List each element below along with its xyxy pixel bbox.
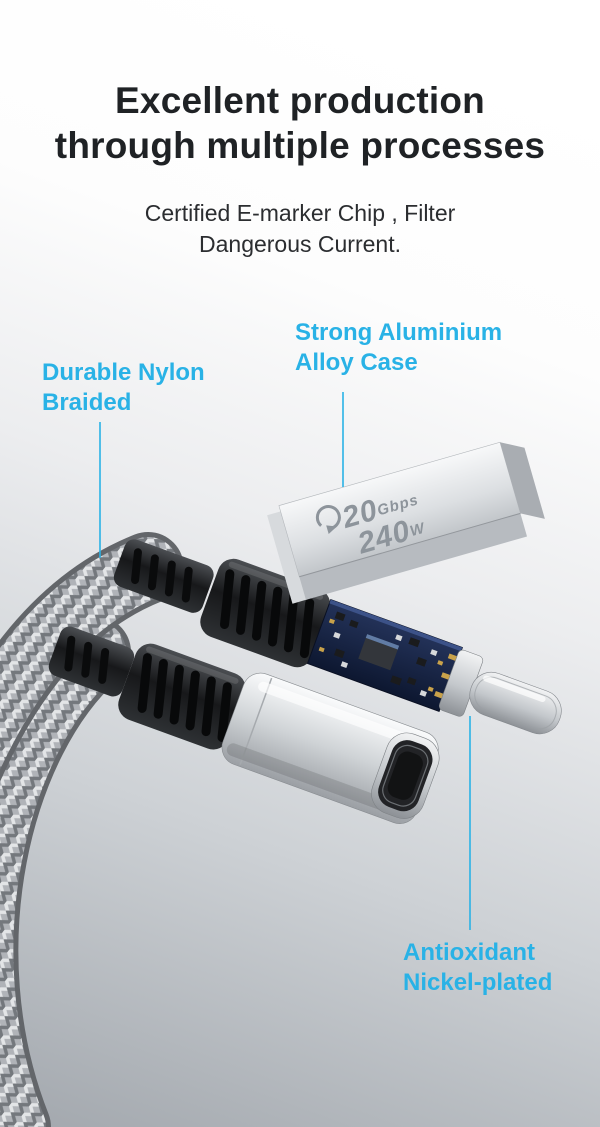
braided-cable-lower xyxy=(0,616,131,1127)
rib-slots xyxy=(131,548,193,603)
pcb-components xyxy=(318,611,444,697)
page-title: Excellent production through multiple pr… xyxy=(0,78,600,168)
connector-barrel-lower xyxy=(118,643,246,750)
recycle-arrow-head xyxy=(326,525,337,535)
strain-relief-upper xyxy=(113,539,214,613)
callout-nickel-plated-line2: Nickel-plated xyxy=(403,969,553,996)
callout-nylon-braided-line1: Durable Nylon xyxy=(42,359,205,386)
callout-lines xyxy=(99,392,471,930)
nylon-braided-cables xyxy=(0,532,184,1127)
rib-slots xyxy=(220,569,315,659)
rib-slots xyxy=(64,635,110,684)
rib-slots xyxy=(137,653,232,742)
page-title-line1: Excellent production xyxy=(115,80,485,121)
callout-alloy-case-line1: Strong Aluminium xyxy=(295,319,503,346)
case-left-fold xyxy=(267,510,308,604)
callout-alloy-case-line2: Alloy Case xyxy=(295,349,418,376)
callout-nickel-plated-line1: Antioxidant xyxy=(403,939,535,966)
callout-nickel-plated: Antioxidant Nickel-plated xyxy=(403,938,552,998)
case-right-fold xyxy=(500,442,545,519)
usb-c-male-tip xyxy=(469,671,562,735)
pcb-board xyxy=(306,598,463,713)
case-front-lip xyxy=(299,513,528,600)
male-connector-assembly xyxy=(113,539,562,735)
page-subtitle-line2: Dangerous Current. xyxy=(199,231,401,258)
usb-c-female-port xyxy=(371,732,440,819)
page-title-line2: through multiple processes xyxy=(54,125,546,167)
braided-cable-upper xyxy=(0,532,184,783)
strain-relief-lower xyxy=(48,626,135,697)
page-subtitle-line1: Certified E-marker Chip , Filter xyxy=(144,200,456,226)
gold-edge-fingers xyxy=(434,653,458,699)
callout-alloy-case: Strong Aluminium Alloy Case xyxy=(295,318,502,378)
callout-nylon-braided: Durable Nylon Braided xyxy=(42,358,205,418)
callout-nylon-braided-line2: Braided xyxy=(42,389,132,416)
page-subtitle: Certified E-marker Chip , Filter Dangero… xyxy=(0,198,600,260)
female-connector-assembly xyxy=(48,626,440,824)
engraving-power-unit: W xyxy=(408,519,428,540)
aluminium-alloy-case: 20Gbps 240W xyxy=(267,441,545,604)
recycle-arrow-icon xyxy=(315,505,341,530)
